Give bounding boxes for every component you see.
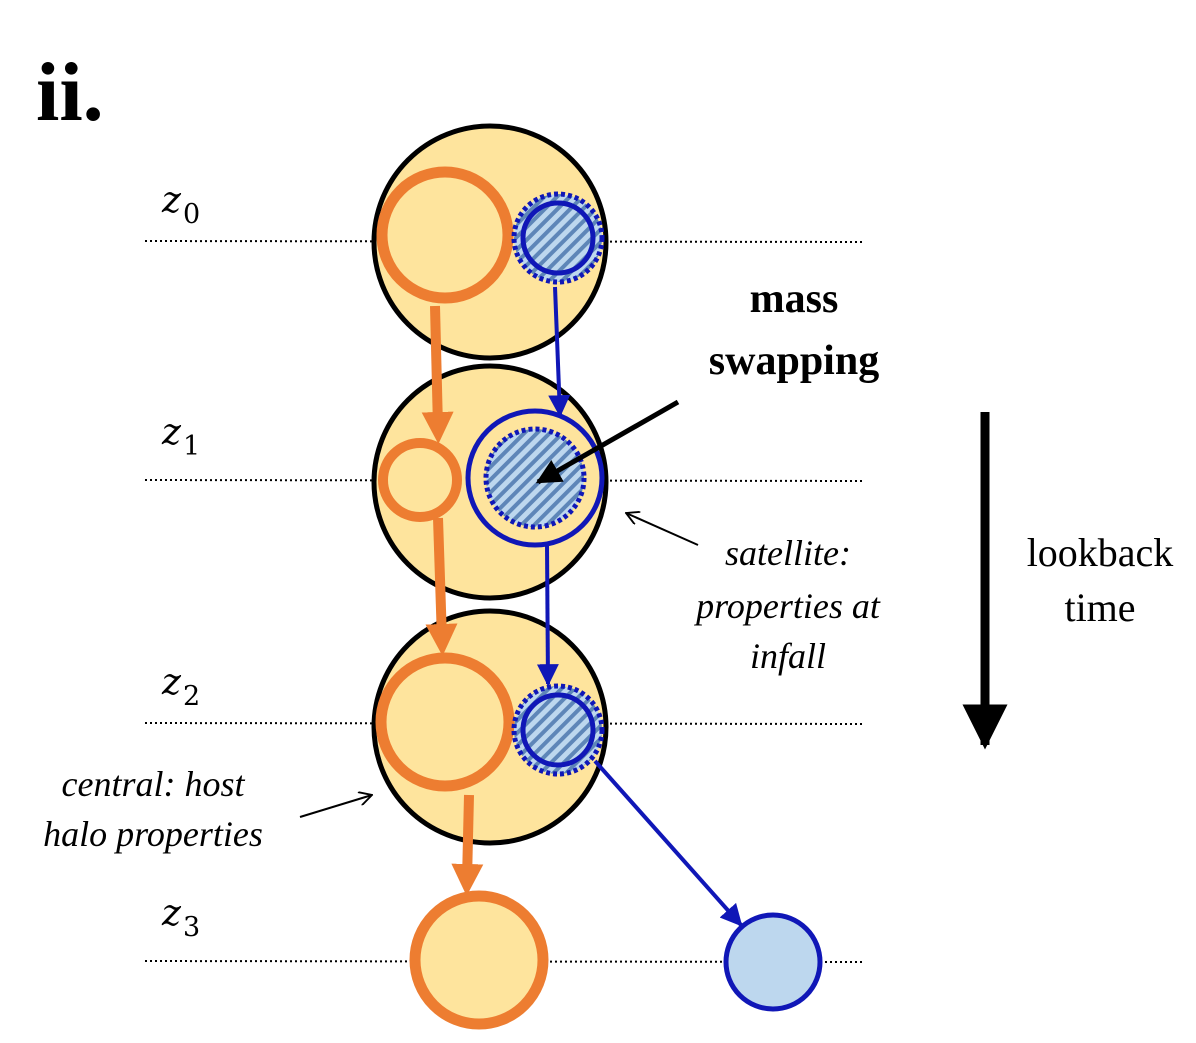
satellite-progenitor-z2 [520, 692, 596, 768]
central-note-pointer [299, 795, 372, 818]
central-progenitor-z0 [376, 166, 514, 304]
satellite-arrow-z2-z3 [593, 759, 743, 927]
central-arrow-z2-z3 [451, 794, 484, 896]
satellite-progenitor-z2-hatched [511, 683, 605, 777]
central-arrow-z0-z1 [421, 305, 454, 444]
mass-swapping-arrow [535, 399, 680, 485]
lookback-label-line1: lookback [1027, 530, 1174, 575]
central-progenitor-z2 [375, 652, 515, 792]
central-branch-arrows [421, 305, 484, 896]
satellite-halo-z3 [723, 912, 823, 1012]
satellite-note-line2: properties at [693, 586, 881, 626]
central-arrow-z1-z2 [425, 517, 458, 656]
satellite-progenitor-z0-hatched [511, 191, 605, 285]
lookback-label-line2: time [1064, 585, 1135, 630]
level-label-z0: z0 [161, 180, 200, 230]
mass-swapping-label-line2: swapping [709, 338, 879, 384]
satellite-note-line1: satellite: [725, 533, 851, 573]
mass-swapping-label-line1: mass [750, 276, 839, 322]
satellite-progenitor-z0 [520, 200, 596, 276]
satellite-note-pointer [626, 513, 699, 546]
satellite-arrow-z0-z1 [548, 286, 571, 418]
central-progenitor-z1 [378, 438, 462, 522]
satellite-arrow-z1-z2 [536, 544, 559, 687]
central-note-line2: halo properties [43, 814, 263, 854]
central-note-line1: central: host [62, 764, 246, 804]
level-label-z1: z1 [161, 412, 200, 462]
satellite-note-line3: infall [750, 636, 826, 676]
satellite-progenitor-z1-hatched [483, 426, 587, 530]
panel-label: ii. [36, 46, 104, 139]
level-label-z2: z2 [161, 662, 200, 712]
central-halo-z3 [409, 890, 549, 1030]
satellite-branch-arrows [536, 286, 743, 927]
level-label-z3: z3 [161, 893, 200, 943]
